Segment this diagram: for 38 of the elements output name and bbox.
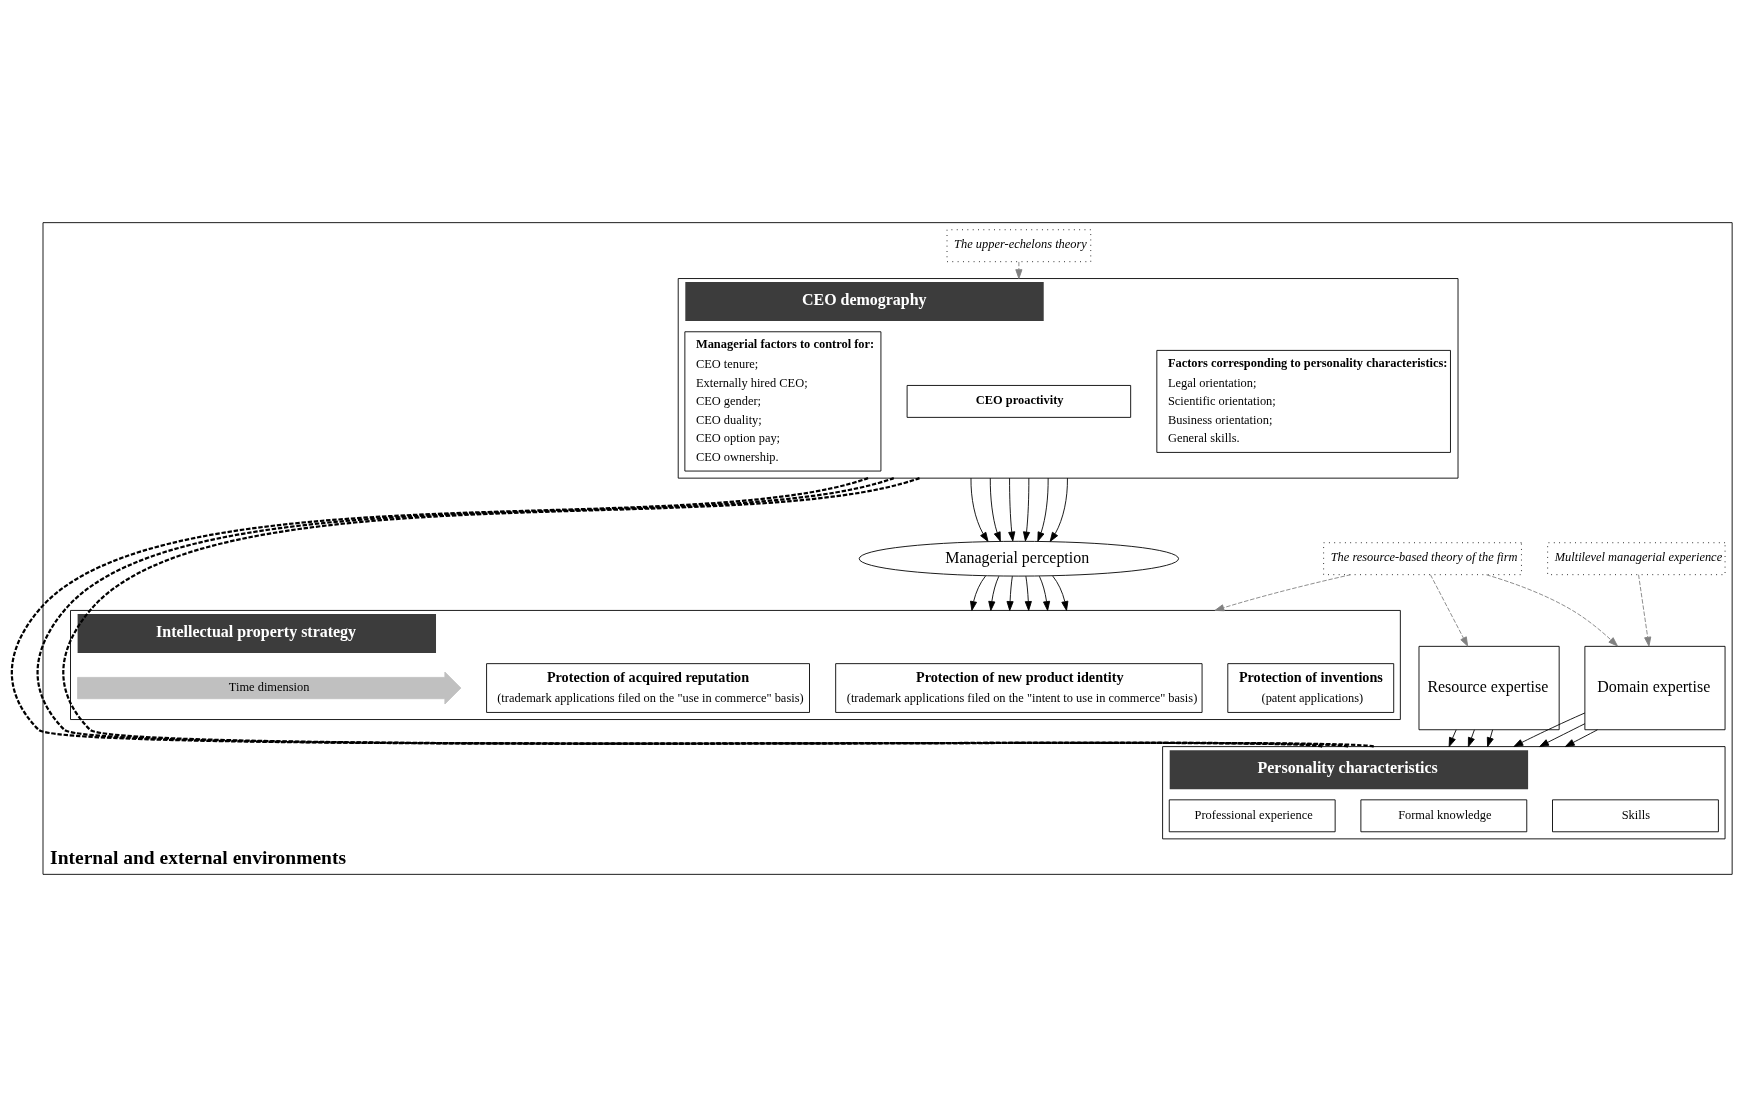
arrow bbox=[988, 575, 1000, 611]
arrow bbox=[1467, 728, 1475, 747]
arrow bbox=[1006, 575, 1014, 611]
node-box: Managerial factors to control for: CEO tenure; Externally hired CEO; CEO gender; CEO duality; CEO option pay; CEO ownership. bbox=[684, 330, 882, 471]
arrow bbox=[1023, 477, 1031, 541]
node-box: Professional experience bbox=[1168, 798, 1336, 832]
arrow bbox=[1038, 575, 1051, 611]
node-box: Protection of acquired reputation (trademark applications filed on the "use in commerce" basis) bbox=[486, 662, 810, 713]
arrow bbox=[989, 477, 1001, 542]
arrow bbox=[970, 575, 986, 611]
arrow bbox=[1430, 573, 1469, 647]
arrow bbox=[1052, 575, 1069, 611]
node-box: The upper-echelons theory bbox=[946, 228, 1092, 262]
arrow bbox=[1037, 477, 1049, 542]
arrow bbox=[1008, 477, 1016, 541]
arrow bbox=[1024, 575, 1032, 611]
node-box: Formal knowledge bbox=[1360, 798, 1528, 832]
node-box: Protection of new product identity (trademark applications filed on the "intent to use in commerce" basis) bbox=[835, 662, 1203, 713]
arrow bbox=[1486, 728, 1494, 747]
arrow bbox=[1485, 573, 1618, 646]
arrow bbox=[1513, 712, 1586, 747]
node-box: Protection of inventions (patent applications) bbox=[1227, 662, 1395, 713]
arrow bbox=[1638, 573, 1652, 647]
arrow bbox=[1539, 722, 1586, 747]
arrow bbox=[1049, 477, 1068, 542]
arrow bbox=[1214, 573, 1352, 611]
arrow bbox=[970, 477, 989, 542]
node-box: Factors corresponding to personality characteristics: Legal orientation; Scientific orientation; Business orientation; General skills. bbox=[1156, 349, 1451, 453]
node-box: The resource-based theory of the firm bbox=[1323, 541, 1522, 575]
arrow bbox=[1564, 728, 1598, 747]
node-box: Multilevel managerial experience bbox=[1547, 541, 1726, 575]
arrow bbox=[1448, 728, 1457, 747]
node-box: CEO proactivity bbox=[906, 384, 1132, 418]
node-box: Domain expertise bbox=[1584, 645, 1726, 730]
node-box: Skills bbox=[1552, 798, 1719, 832]
node-ellipse: Managerial perception bbox=[858, 540, 1179, 577]
node-box: Resource expertise bbox=[1418, 645, 1560, 730]
arrow bbox=[1015, 260, 1023, 279]
